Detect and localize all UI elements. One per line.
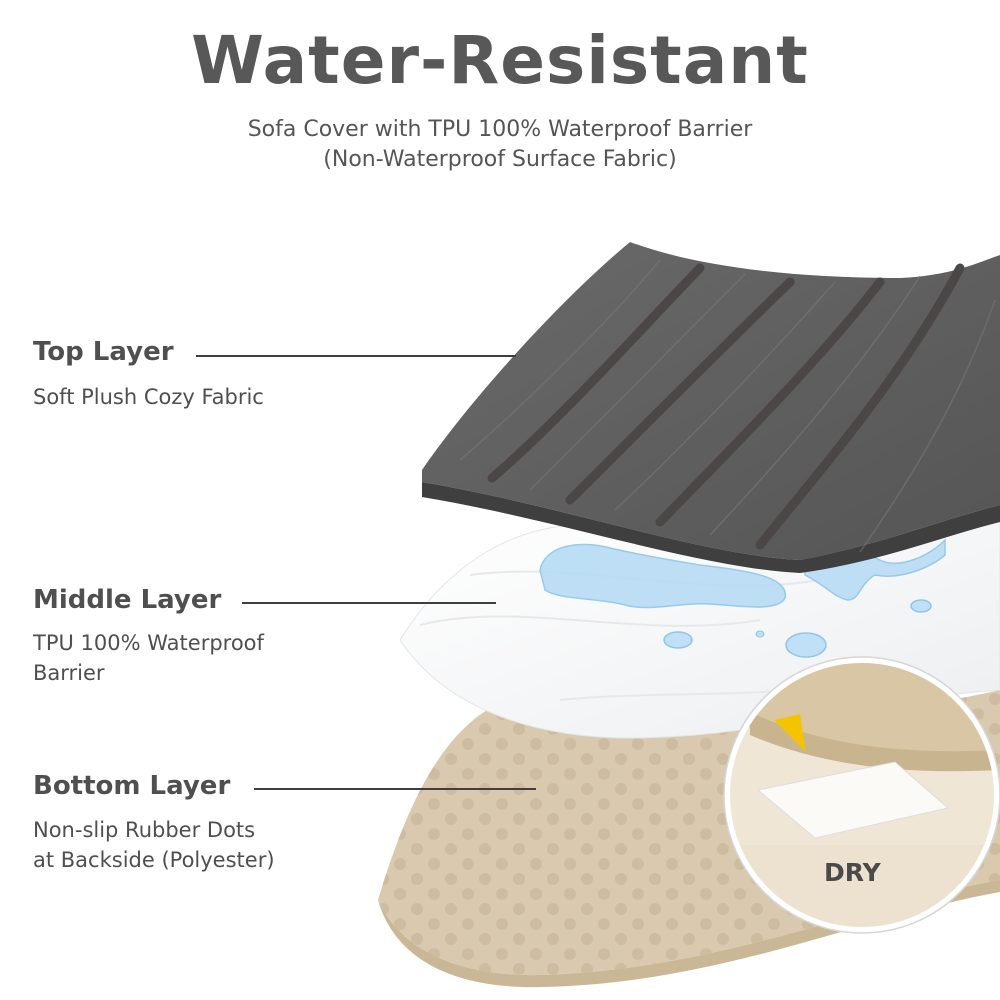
middle-layer-leader-line xyxy=(242,602,496,604)
bottom-layer-leader-line xyxy=(254,788,536,790)
subtitle-line-2: (Non-Waterproof Surface Fabric) xyxy=(323,147,677,172)
top-layer-heading: Top Layer xyxy=(33,337,174,367)
dry-badge: DRY xyxy=(824,858,881,887)
pointer-arrow-icon xyxy=(774,714,806,752)
middle-layer-description-line-1: TPU 100% Waterproof xyxy=(33,631,264,655)
bottom-layer-description-line-1: Non-slip Rubber Dots xyxy=(33,818,256,842)
top-layer-fabric xyxy=(422,242,1000,573)
bottom-layer-description-line-2: at Backside (Polyester) xyxy=(33,848,275,872)
top-layer-description: Soft Plush Cozy Fabric xyxy=(33,385,264,409)
top-layer-leader-line xyxy=(196,355,516,357)
middle-layer-description-line-2: Barrier xyxy=(33,661,105,685)
page-title: Water-Resistant xyxy=(191,22,809,99)
inset-ring xyxy=(724,657,1000,933)
middle-layer-heading: Middle Layer xyxy=(33,585,222,615)
subtitle-line-1: Sofa Cover with TPU 100% Waterproof Barr… xyxy=(247,117,753,142)
bottom-layer-heading: Bottom Layer xyxy=(33,771,231,801)
